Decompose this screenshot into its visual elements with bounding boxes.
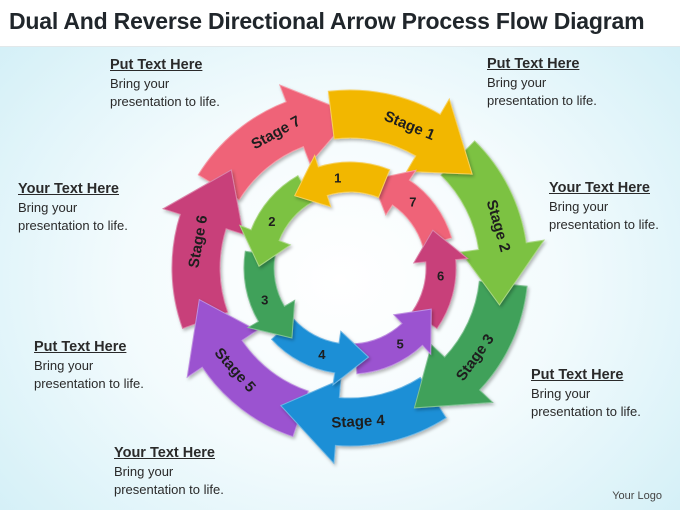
callout-body: Bring your presentation to life. [34,358,144,391]
callout-heading: Your Text Here [114,445,215,461]
inner-arrow-3 [243,250,296,339]
outer-arrow-stage-3 [413,280,528,409]
outer-arrow-stage-5 [186,298,309,438]
outer-arrow-stage-1 [327,89,473,175]
callout-body: Bring your presentation to life. [110,76,220,109]
callout-heading: Put Text Here [110,57,203,73]
callout-right-upper: Your Text Here Bring your presentation t… [549,180,674,234]
outer-arrow-stage-4 [279,376,447,465]
callout-heading: Put Text Here [531,367,624,383]
page-title: Dual And Reverse Directional Arrow Proce… [9,8,645,34]
callout-right-lower: Put Text Here Bring your presentation to… [531,367,661,421]
callout-bottom-left: Your Text Here Bring your presentation t… [114,445,244,499]
callout-left-upper: Your Text Here Bring your presentation t… [18,181,148,235]
callout-heading: Put Text Here [34,339,127,355]
inner-arrow-ring [238,154,469,386]
inner-arrow-1 [293,154,391,208]
inner-number-label: 7 [409,195,416,210]
inner-arrow-6 [411,229,469,330]
callout-body: Bring your presentation to life. [531,386,641,419]
outer-arrow-stage-6 [161,169,244,330]
inner-arrow-5 [354,308,432,375]
callout-top-left: Put Text Here Bring your presentation to… [110,57,240,111]
callout-heading: Put Text Here [487,56,580,72]
outer-arrow-ring [161,84,546,465]
title-bar: Dual And Reverse Directional Arrow Proce… [0,0,680,47]
callout-body: Bring your presentation to life. [18,200,128,233]
outer-stage-label: Stage 4 [331,412,386,432]
inner-number-label: 4 [318,347,326,362]
outer-arrow-stage-7 [197,84,354,201]
inner-number-label: 2 [268,214,275,229]
callout-left-lower: Put Text Here Bring your presentation to… [34,339,164,393]
inner-number-label: 6 [437,269,444,284]
outer-arrow-stage-2 [440,140,546,306]
callout-body: Bring your presentation to life. [114,464,224,497]
inner-number-label: 3 [261,293,268,308]
inner-number-label: 1 [334,170,341,185]
callout-body: Bring your presentation to life. [549,199,659,232]
callout-heading: Your Text Here [18,181,119,197]
inner-arrow-4 [270,318,370,386]
callout-top-right: Put Text Here Bring your presentation to… [487,56,617,110]
callout-heading: Your Text Here [549,180,650,196]
inner-arrow-2 [238,175,314,267]
inner-number-label: 5 [396,336,403,351]
logo-placeholder: Your Logo [612,490,662,502]
callout-body: Bring your presentation to life. [487,75,597,108]
